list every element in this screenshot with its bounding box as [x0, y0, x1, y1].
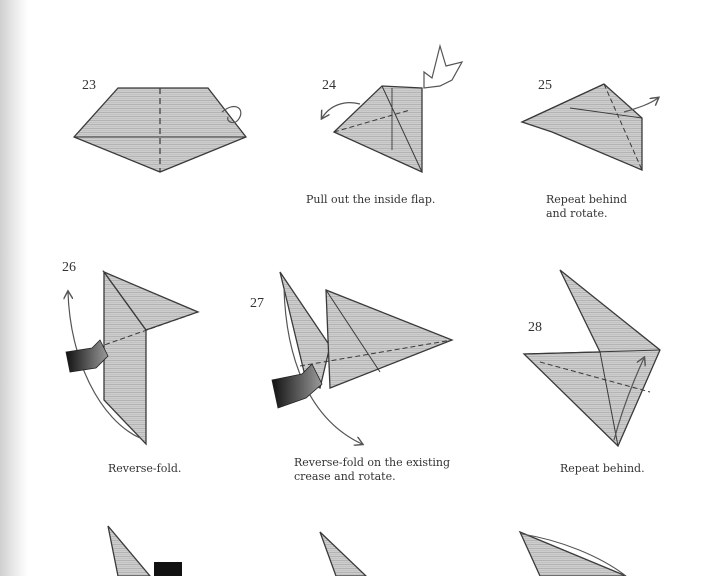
- step-24-caption: Pull out the inside flap.: [306, 193, 436, 206]
- step-number-26: 26: [62, 260, 76, 275]
- page-gutter-shadow: [0, 0, 28, 576]
- fold-up-arrow-icon: [613, 358, 644, 441]
- step-number-27: 27: [250, 296, 264, 311]
- step-27-caption: Reverse-fold on the existing crease and …: [294, 456, 451, 483]
- reverse-fold-arrow-icon: [68, 292, 141, 439]
- step-24-diagram: [322, 43, 464, 174]
- step-26-diagram: [65, 269, 200, 446]
- turn-over-arrow-icon: [221, 106, 242, 124]
- step-number-28: 28: [528, 320, 542, 335]
- step-26-caption: Reverse-fold.: [108, 462, 182, 475]
- next-row-partial-diagrams: [107, 525, 627, 576]
- fold-arrow-icon: [623, 98, 658, 113]
- step-28-diagram: [522, 269, 661, 448]
- step-number-23: 23: [82, 78, 96, 93]
- step-23-diagram: [72, 87, 248, 173]
- step-number-25: 25: [538, 78, 552, 93]
- push-arrow-icon-2: [271, 363, 323, 409]
- step-number-24: 24: [322, 78, 336, 93]
- step-25-diagram: [520, 83, 658, 171]
- step-28-caption: Repeat behind.: [560, 462, 645, 475]
- hollow-pull-arrow-icon: [423, 43, 464, 89]
- step-25-caption: Repeat behind and rotate.: [546, 193, 628, 220]
- push-arrow-icon: [65, 339, 109, 373]
- step-27-diagram: [271, 271, 454, 444]
- pull-arrow-icon: [322, 102, 361, 118]
